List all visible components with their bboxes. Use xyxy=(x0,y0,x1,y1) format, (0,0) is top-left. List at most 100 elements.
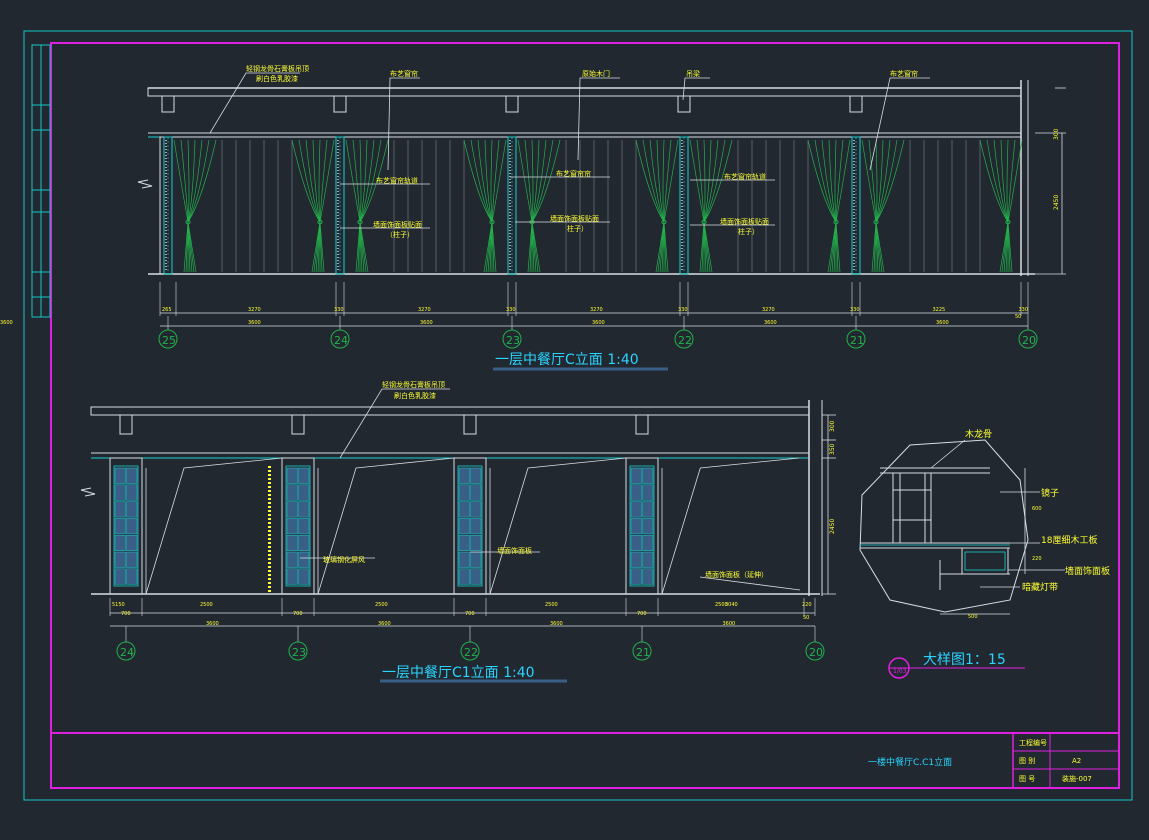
leader-lines xyxy=(209,72,930,229)
veneer-label: 墙面饰面板 xyxy=(1065,565,1110,577)
c1-glass-pane xyxy=(126,551,138,568)
tieback-right xyxy=(317,219,323,225)
c1-glass-pane xyxy=(642,467,654,484)
axis-label: 23 xyxy=(506,334,520,347)
curtain-drape-left xyxy=(531,139,561,273)
detail-dim-2: 220 xyxy=(1032,556,1042,562)
beam-1 xyxy=(333,96,347,113)
c1-glass-pane xyxy=(630,484,642,501)
c1-glass-pane xyxy=(286,501,298,518)
dim-text-bottom: 3600 xyxy=(420,320,433,326)
glass-screen-note: 玻璃钢化屏风 xyxy=(323,555,365,564)
c1-glass-pane xyxy=(114,501,126,518)
panel-note-left-2: （柱子） xyxy=(386,230,414,239)
beam-2 xyxy=(505,96,519,113)
panel-note-right-c1: 墙面饰面板（延伸） xyxy=(705,570,768,579)
detail-labels: 木龙骨 镜子 18厘细木工板 墙面饰面板 暗藏灯带 xyxy=(965,428,1110,593)
c1-panel-line xyxy=(145,457,283,595)
drawing-type-label: 图 别 xyxy=(1019,756,1035,765)
c1-stud xyxy=(268,474,271,476)
c1-axis-label: 20 xyxy=(809,646,823,659)
c1-stud xyxy=(268,498,271,500)
c1-glass-pane xyxy=(470,534,482,551)
height-dim-small-text: 300 xyxy=(1053,128,1060,140)
c1-stud xyxy=(268,478,271,480)
leader-lines-c1 xyxy=(300,388,801,591)
elevation-c: 轻钢龙骨石膏板吊顶 刷白色乳胶漆 布艺窗帘 原始木门 吊梁 布艺窗帘 布艺窗帘轨… xyxy=(0,64,1066,371)
c1-glass-pane xyxy=(642,501,654,518)
c1-glass-pane xyxy=(470,467,482,484)
tieback-left xyxy=(357,219,363,225)
dim-end: 50 xyxy=(1015,314,1021,320)
c1-glass-pane xyxy=(298,534,310,551)
c1-beam-0 xyxy=(119,415,133,435)
c1-axis-bubble xyxy=(116,641,136,661)
c1-glass-pane xyxy=(470,551,482,568)
c1-stud xyxy=(268,582,271,584)
c1-glass-pane xyxy=(114,568,126,585)
c1-stud xyxy=(268,546,271,548)
c1-glass-pane xyxy=(126,501,138,518)
c1-axis-label: 24 xyxy=(120,646,134,659)
axis-bubble xyxy=(502,329,522,349)
c1-glass-pane xyxy=(298,568,310,585)
c1-glass-pane xyxy=(126,467,138,484)
c1-height-1: 300 xyxy=(829,420,836,432)
c1-dim-text-top: 2500 xyxy=(200,602,213,608)
curtain-drape-left xyxy=(875,139,905,273)
curtain-drape-left xyxy=(359,139,389,273)
c1-cabinet-inner xyxy=(113,465,139,587)
beam-3 xyxy=(677,96,691,113)
ceiling-beams xyxy=(161,96,863,113)
c1-glass-pane xyxy=(642,484,654,501)
beam-0 xyxy=(161,96,175,113)
c1-stud xyxy=(268,530,271,532)
c1-glass-pane xyxy=(286,534,298,551)
c1-glass-pane xyxy=(630,518,642,535)
c1-beam-1 xyxy=(291,415,305,435)
c1-glass-pane xyxy=(642,534,654,551)
tieback-right xyxy=(489,219,495,225)
dim-text-top: 3225 xyxy=(933,307,946,313)
axis-label: 22 xyxy=(678,334,692,347)
beam-note: 吊梁 xyxy=(686,69,700,78)
c1-dim-text-top: 3040 xyxy=(725,602,738,608)
height-dim-text: 2450 xyxy=(1053,195,1060,210)
c1-panel-line xyxy=(317,457,455,595)
tieback-right xyxy=(1005,219,1011,225)
c1-stud xyxy=(268,562,271,564)
c1-stud xyxy=(268,570,271,572)
dim-text-top: 3270 xyxy=(418,307,431,313)
tieback-left xyxy=(185,219,191,225)
annotation-texts: 轻钢龙骨石膏板吊顶 刷白色乳胶漆 布艺窗帘 原始木门 吊梁 布艺窗帘 布艺窗帘轨… xyxy=(246,64,918,239)
detail-dims: 600 220 500 xyxy=(968,506,1042,620)
title-block: 一楼中餐厅C.C1立面 工程编号 图 别 A2 图 号 装施-007 xyxy=(868,733,1119,788)
break-line-c1 xyxy=(80,487,96,497)
panel-note-mid: 墙面饰面板贴面 xyxy=(550,214,599,223)
c1-glass-pane xyxy=(286,568,298,585)
c1-dim-text-small: 700 xyxy=(637,611,647,617)
c1-glass-pane xyxy=(642,551,654,568)
c1-dim-text-top: 2500 xyxy=(375,602,388,608)
drawing-number-label: 图 号 xyxy=(1019,775,1035,783)
c1-glass-pane xyxy=(298,467,310,484)
detail-drawing: 木龙骨 镜子 18厘细木工板 墙面饰面板 暗藏灯带 600 220 500 1/… xyxy=(859,428,1110,679)
c1-stud xyxy=(268,522,271,524)
curtain-drape-right xyxy=(291,139,321,273)
c1-glass-pane xyxy=(630,501,642,518)
c1-glass-pane xyxy=(298,518,310,535)
c1-cabinet-inner xyxy=(285,465,311,587)
curtain-note-2: 布艺窗帘 xyxy=(890,69,918,78)
c1-glass-pane xyxy=(458,484,470,501)
c1-glass-pane xyxy=(458,534,470,551)
c1-glass-pane xyxy=(114,518,126,535)
detail-dim-1: 600 xyxy=(1032,506,1042,512)
c1-glass-pane xyxy=(114,484,126,501)
drawing-type-value: A2 xyxy=(1072,757,1081,765)
detail-dim-3: 500 xyxy=(968,614,978,620)
curtain-cloth-note: 布艺窗帘帘 xyxy=(556,169,591,178)
c1-cabinet-inner xyxy=(629,465,655,587)
c1-glass-pane xyxy=(630,568,642,585)
axis-bubble xyxy=(674,329,694,349)
